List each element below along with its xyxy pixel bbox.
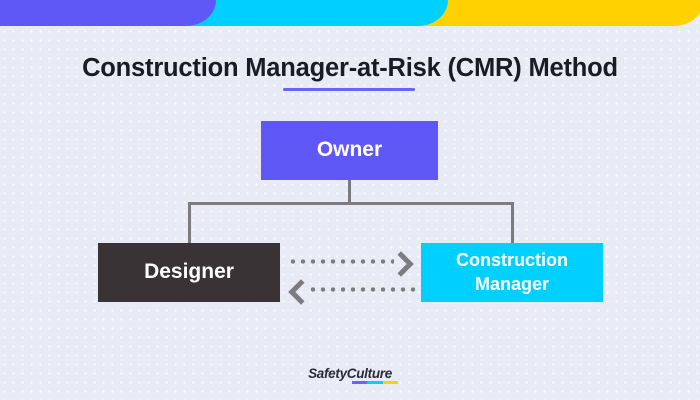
title-underline-rule (283, 88, 415, 91)
dotted-arrow-designer-to-cm (288, 259, 394, 264)
brand-underline (352, 381, 398, 384)
connector-to-construction-manager (511, 202, 514, 245)
dotted-arrow-cm-to-designer (308, 287, 416, 292)
node-construction-manager[interactable]: Construction Manager (421, 243, 603, 302)
connector-horizontal-bus (188, 202, 514, 205)
arrowhead-left-icon (288, 279, 314, 305)
node-construction-manager-label-line1: Construction (456, 250, 568, 271)
node-construction-manager-label: Construction Manager (456, 249, 568, 295)
connector-to-designer (188, 202, 191, 245)
node-owner[interactable]: Owner (261, 121, 438, 180)
node-construction-manager-label-line2: Manager (474, 273, 550, 294)
brand-text: SafetyCulture (308, 366, 392, 381)
footer-logo: SafetyCulture (0, 366, 700, 384)
brand-underline-cyan (367, 381, 383, 384)
connector-owner-stem (348, 180, 351, 205)
arrowhead-right-icon (388, 251, 414, 277)
node-owner-label: Owner (316, 138, 383, 162)
banner-band-purple (0, 0, 216, 26)
brand-underline-yellow (382, 381, 398, 384)
brand-underline-purple (352, 381, 368, 384)
node-designer-label: Designer (144, 260, 234, 284)
top-banner (0, 0, 700, 26)
page-title: Construction Manager-at-Risk (CMR) Metho… (82, 54, 618, 82)
node-designer[interactable]: Designer (98, 243, 280, 302)
brand-wordmark: SafetyCulture (308, 366, 398, 384)
